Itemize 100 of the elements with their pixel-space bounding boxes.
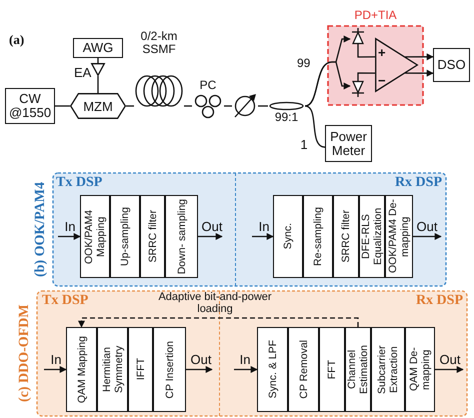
process-block — [319, 327, 345, 412]
block-label: Down- sampling — [176, 198, 188, 274]
section-title: Rx DSP — [416, 293, 463, 309]
edge-label: Out — [200, 219, 224, 234]
edge-label: Out — [190, 352, 212, 367]
block-label: Sync. — [282, 223, 294, 250]
connector-line — [97, 58, 99, 63]
box-label: AWG — [82, 41, 114, 55]
edge-label: In — [64, 219, 76, 234]
block-label: IFFT — [134, 358, 146, 381]
connector-line — [126, 105, 134, 107]
text-label: (a) — [9, 32, 24, 48]
process-block — [140, 195, 165, 278]
arrow — [435, 366, 464, 373]
box-label: Power Meter — [329, 130, 368, 158]
connector-line — [357, 72, 375, 75]
block-label: Sync. & LPF — [266, 340, 278, 399]
connector-line — [357, 50, 375, 58]
arrow — [405, 53, 434, 60]
block-label: Up-sampling — [119, 207, 131, 266]
text-label: − — [378, 73, 386, 88]
block-label: SRRC filter — [340, 210, 352, 263]
process-block — [303, 195, 333, 278]
process-block — [128, 327, 153, 412]
edge-label: In — [258, 219, 270, 234]
block-label: FFT — [326, 360, 338, 380]
attenuator-symbol — [232, 92, 258, 120]
polarization-controller — [192, 78, 224, 118]
box-label: DSO — [437, 58, 466, 72]
dashed-arrow — [78, 317, 359, 328]
arrow — [405, 70, 434, 77]
group-title: PD+TIA — [353, 8, 398, 22]
process-block — [80, 195, 110, 278]
process-block — [288, 327, 319, 412]
text-label: + — [378, 45, 386, 60]
amplifier-triangle — [375, 38, 418, 92]
block-label: SRRC filter — [146, 210, 158, 263]
process-block — [345, 327, 371, 412]
box-label: CW @1550 — [8, 92, 52, 120]
process-block — [333, 195, 359, 278]
section-title: Tx DSP — [42, 293, 88, 309]
arrow — [186, 366, 213, 373]
section-title: Tx DSP — [56, 175, 102, 191]
block-label: CP Removal — [298, 340, 310, 399]
dashed-group-frame — [327, 8, 424, 106]
process-block — [257, 327, 288, 412]
edge-label: In — [238, 352, 252, 367]
process-block — [359, 195, 385, 278]
connector-line — [304, 105, 326, 148]
section-title: Rx DSP — [394, 175, 442, 191]
photodiode-symbol — [350, 28, 366, 50]
group-title: (b) OOK/PAM4 — [32, 181, 49, 280]
component-label: PC — [198, 78, 218, 92]
block-label: CP Insertion — [164, 340, 176, 398]
edge-label: 1 — [299, 137, 309, 152]
arrow — [198, 233, 223, 240]
edge-label: Adaptive bit-and-power loading — [157, 291, 273, 315]
connector-line — [258, 105, 268, 107]
block-label: OOK/PAM4 Mapping — [83, 208, 107, 266]
block-label: DFE-RLS Equalization — [360, 206, 384, 268]
block-label: Re-sampling — [312, 207, 324, 266]
connector-line — [224, 105, 232, 107]
process-block — [165, 195, 198, 278]
arrow — [304, 61, 351, 107]
arrow — [252, 233, 274, 240]
block-label: QAM De-mapping — [408, 346, 432, 394]
block-label: Hermitian Symmetry — [100, 344, 124, 396]
arrow — [44, 366, 67, 373]
text-label: 99 — [297, 56, 310, 70]
modulator-hexagon — [70, 93, 126, 119]
amplifier-triangle — [91, 63, 105, 76]
arrow — [234, 366, 258, 373]
process-block — [110, 195, 140, 278]
block-label: QAM Mapping — [76, 336, 88, 404]
box-label: MZM — [83, 98, 113, 114]
node-caption: EA — [74, 65, 92, 80]
process-block — [66, 327, 97, 412]
equipment-box — [433, 48, 470, 82]
process-block — [273, 195, 303, 278]
connector-line — [184, 105, 192, 107]
fiber-coupler — [268, 100, 305, 124]
group-title: (c) DDO-OFDM — [16, 304, 33, 404]
block-label: Subcarrier Extraction — [376, 344, 400, 396]
arrow — [58, 233, 81, 240]
coil-label: 0/2-km SSMF — [140, 30, 178, 56]
connector-line — [97, 76, 99, 93]
process-block — [97, 327, 128, 412]
equipment-box — [73, 38, 123, 58]
process-block — [371, 327, 405, 412]
edge-label: Out — [438, 352, 462, 367]
process-block — [405, 327, 435, 412]
photodiode-symbol — [350, 75, 366, 97]
block-label: OOK/PAM4 De-mapping — [387, 198, 411, 275]
process-block — [153, 327, 186, 412]
block-label: Channel Estimation — [346, 344, 370, 396]
connector-line — [55, 105, 70, 107]
arrow — [413, 233, 442, 240]
edge-label: Out — [416, 219, 438, 234]
edge-label: In — [50, 352, 62, 367]
component-label: 99:1 — [274, 110, 300, 124]
